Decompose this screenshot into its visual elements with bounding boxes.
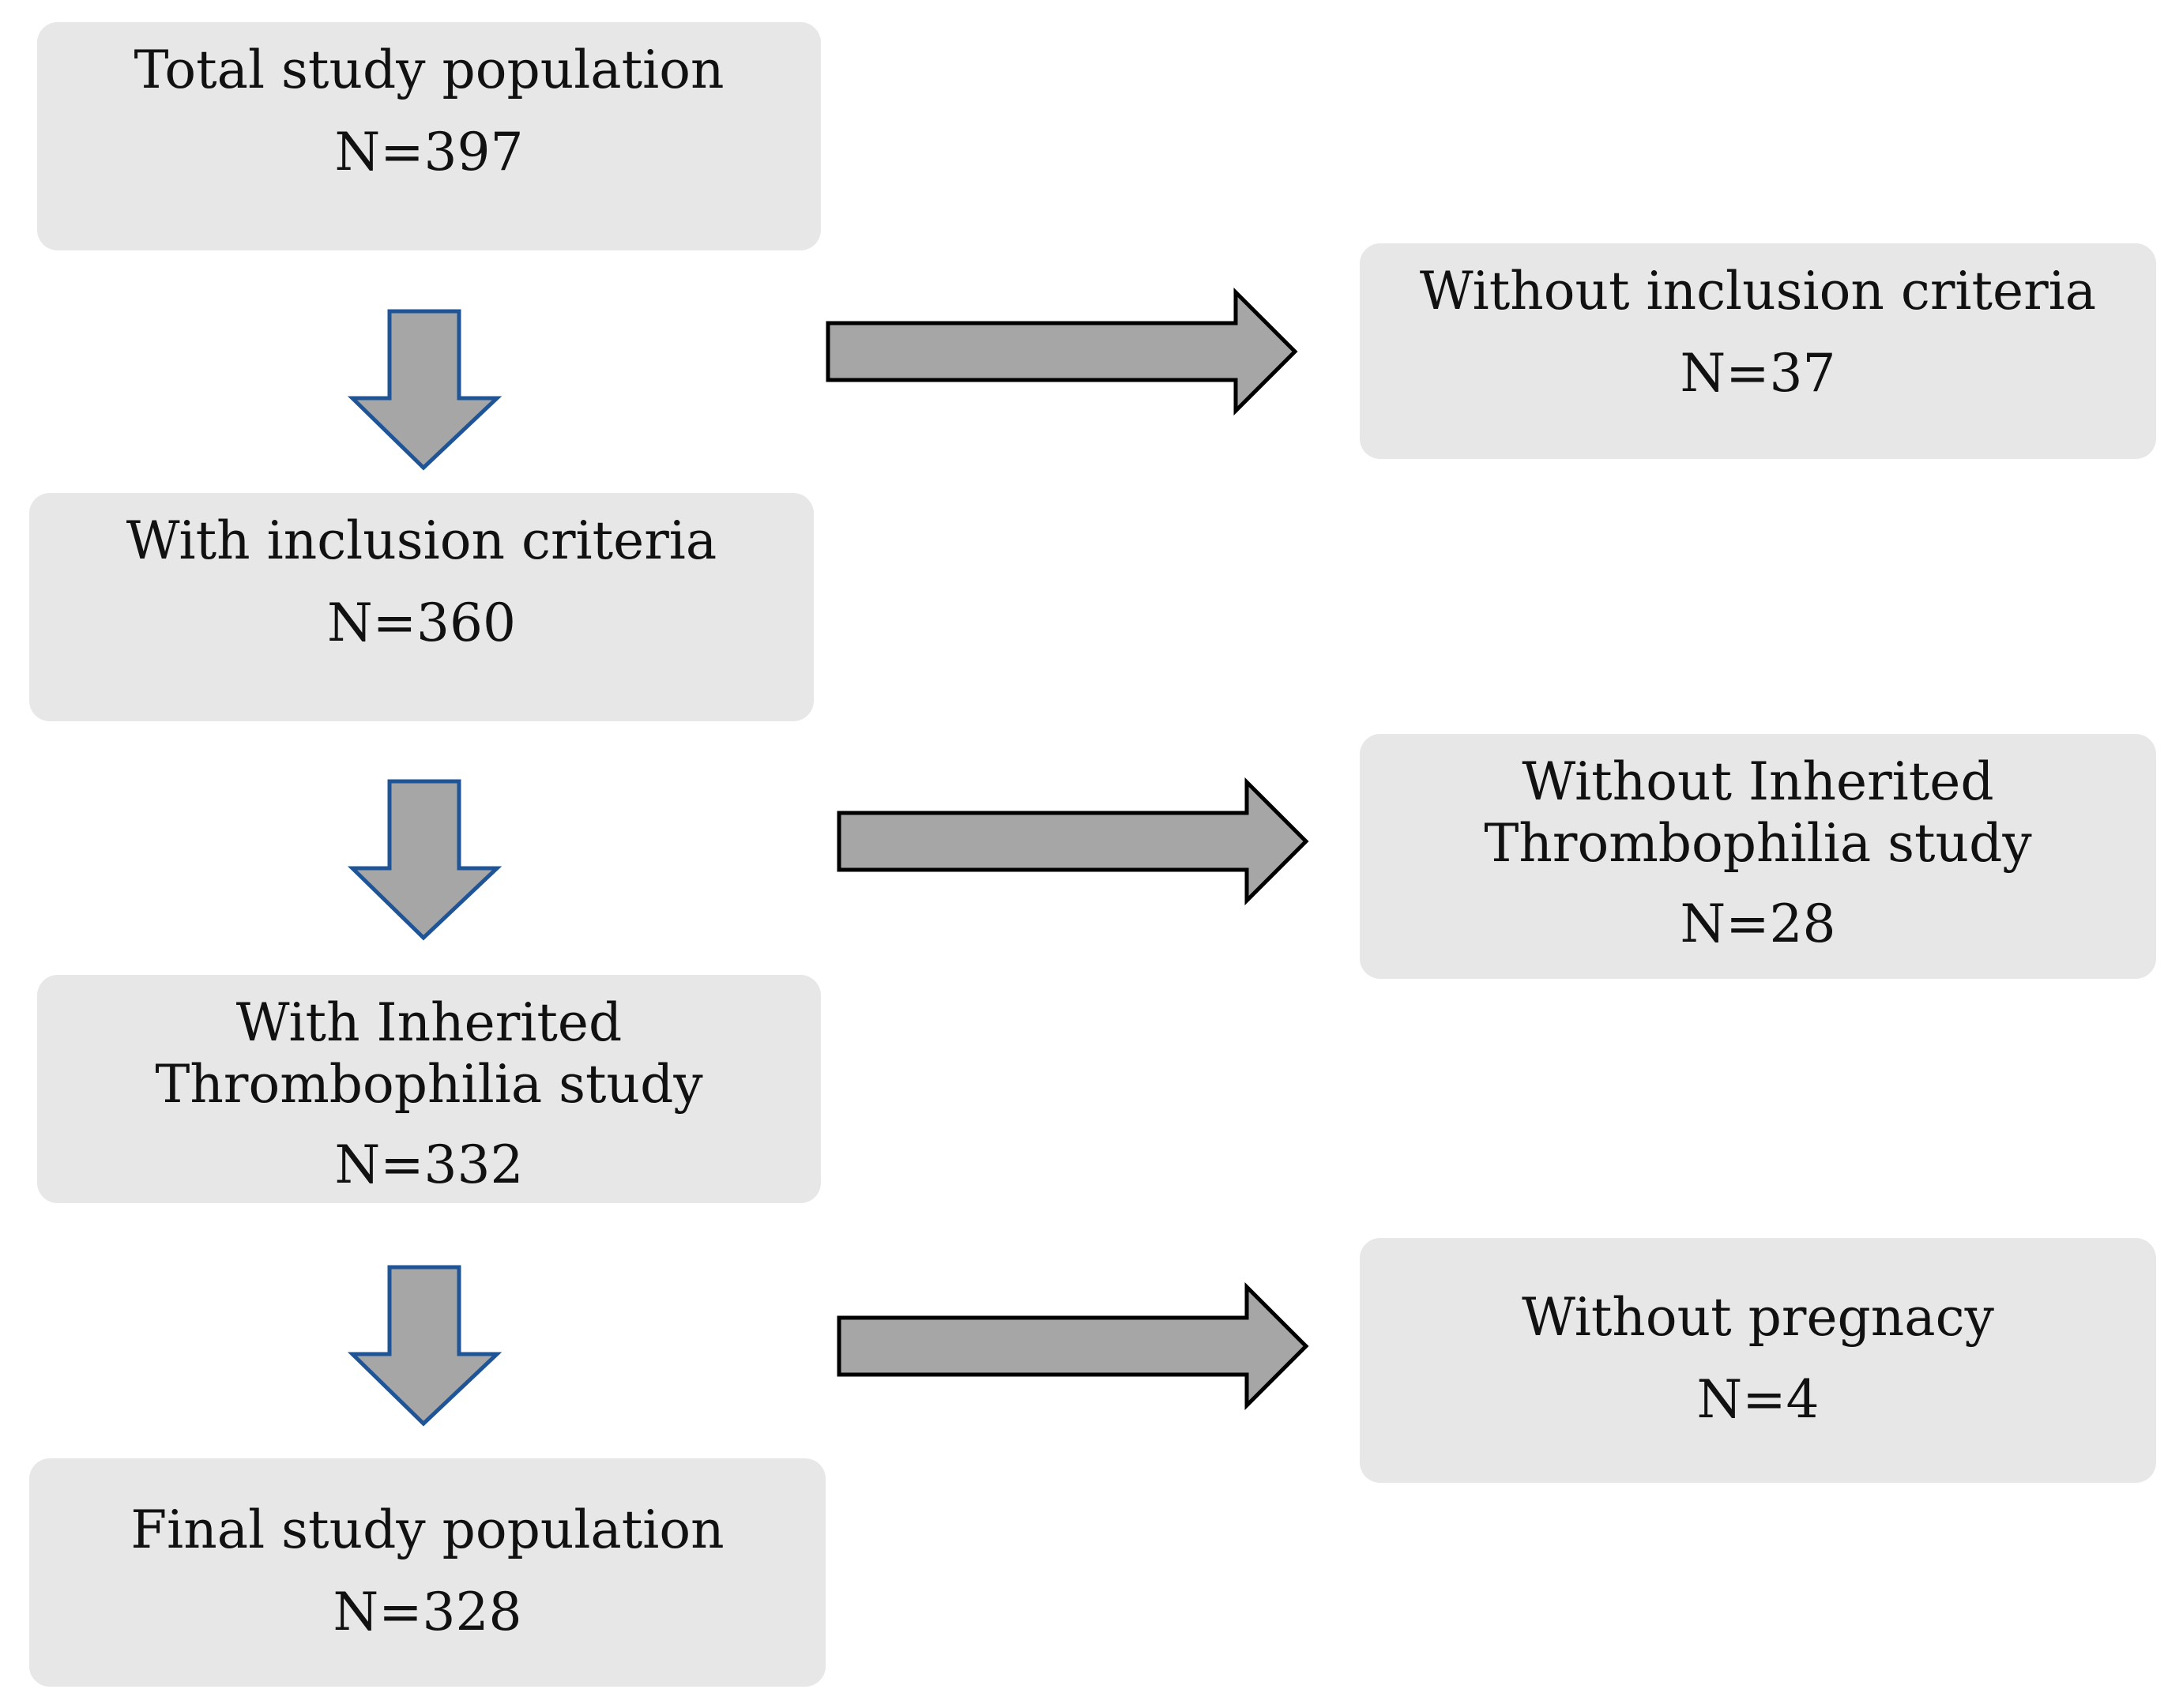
without-inclusion-count: N=37: [1680, 343, 1836, 404]
with-thrombophilia-box: With Inherited Thrombophilia study N=332: [37, 975, 821, 1203]
right-arrow-2: [837, 777, 1309, 906]
down-arrow-1: [347, 309, 502, 471]
without-thrombophilia-label: Without Inherited Thrombophilia study: [1484, 751, 2032, 874]
final-population-count: N=328: [333, 1582, 522, 1642]
down-arrow-2: [347, 779, 502, 941]
without-thrombophilia-box: Without Inherited Thrombophilia study N=…: [1360, 734, 2156, 979]
without-pregnancy-count: N=4: [1696, 1369, 1820, 1430]
right-arrow-3: [837, 1281, 1309, 1411]
with-thrombophilia-label: With Inherited Thrombophilia study: [155, 992, 703, 1115]
without-inclusion-box: Without inclusion criteria N=37: [1360, 243, 2156, 459]
right-arrow-1: [826, 287, 1298, 416]
final-population-box: Final study population N=328: [29, 1458, 826, 1687]
with-inclusion-count: N=360: [326, 593, 517, 653]
total-population-count: N=397: [334, 122, 524, 182]
without-thrombophilia-count: N=28: [1680, 894, 1836, 954]
down-arrow-3: [347, 1265, 502, 1427]
with-inclusion-box: With inclusion criteria N=360: [29, 493, 814, 721]
with-thrombophilia-count: N=332: [334, 1134, 524, 1195]
without-pregnancy-label: Without pregnacy: [1522, 1287, 1994, 1348]
total-population-label: Total study population: [134, 40, 725, 100]
without-inclusion-label: Without inclusion criteria: [1419, 261, 2097, 322]
total-population-box: Total study population N=397: [37, 22, 821, 250]
with-inclusion-label: With inclusion criteria: [126, 510, 717, 571]
final-population-label: Final study population: [130, 1499, 725, 1560]
without-pregnancy-box: Without pregnacy N=4: [1360, 1238, 2156, 1483]
